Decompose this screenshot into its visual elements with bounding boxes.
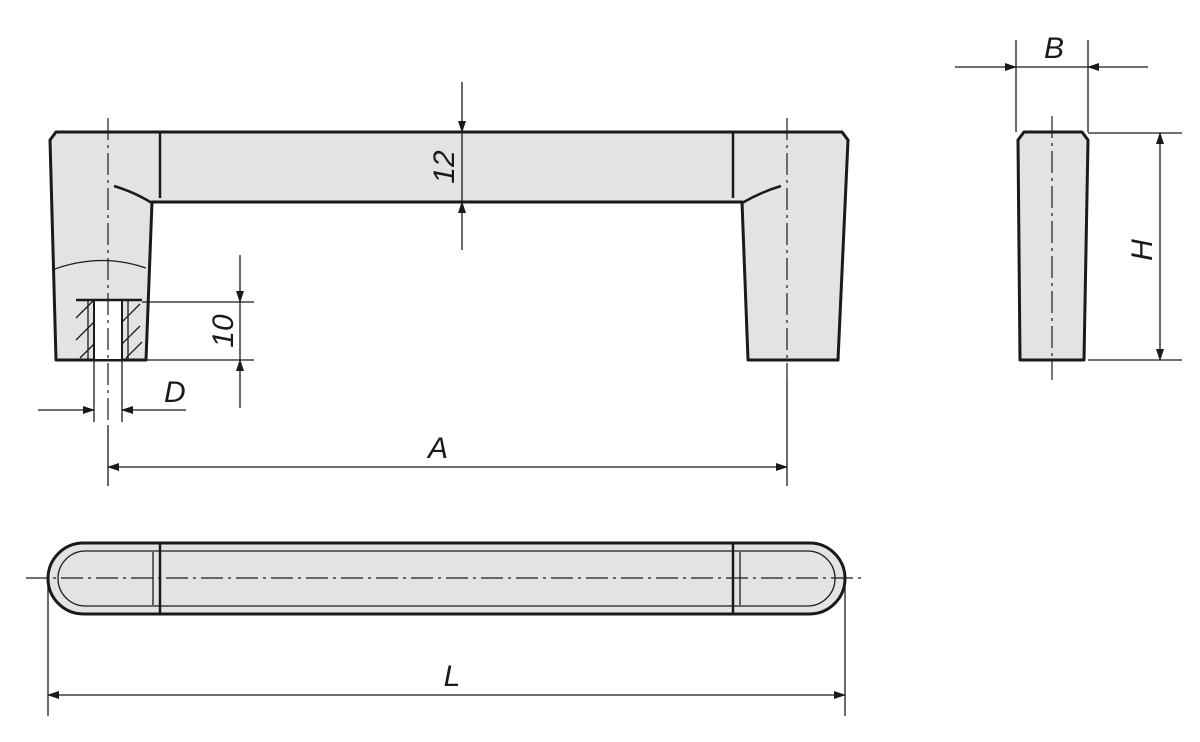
label-thickness: 12 bbox=[428, 150, 461, 184]
dimension-width: B bbox=[955, 32, 1148, 132]
front-view: 12 10 D A bbox=[38, 82, 850, 486]
fillet-left bbox=[113, 184, 153, 205]
label-height: H bbox=[1126, 239, 1159, 261]
side-view: B H bbox=[955, 32, 1182, 380]
hatch-right bbox=[121, 303, 143, 359]
dimension-thickness: 12 bbox=[428, 82, 466, 250]
handle-side-outline bbox=[1016, 130, 1090, 362]
top-view: L bbox=[26, 541, 862, 716]
label-diameter: D bbox=[164, 376, 186, 409]
label-length: L bbox=[444, 660, 461, 693]
boss-curve bbox=[51, 259, 147, 271]
dimension-height: H bbox=[1088, 132, 1182, 361]
label-width: B bbox=[1044, 32, 1064, 65]
fillet-right bbox=[741, 184, 782, 205]
hatch-left bbox=[75, 299, 95, 359]
dimension-spacing: A bbox=[107, 380, 788, 486]
label-spacing: A bbox=[426, 432, 448, 465]
label-thread-depth: 10 bbox=[207, 314, 240, 348]
dimension-thread-depth: 10 bbox=[142, 255, 254, 408]
dimension-diameter: D bbox=[38, 360, 186, 422]
dimension-length: L bbox=[47, 580, 846, 716]
